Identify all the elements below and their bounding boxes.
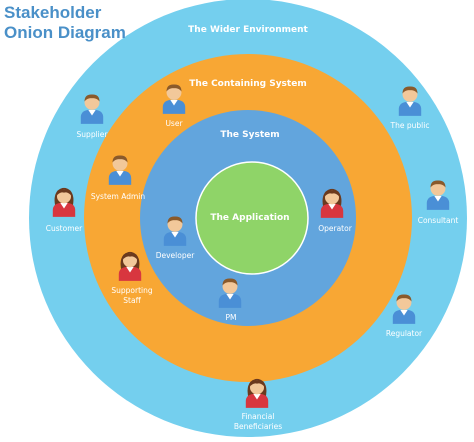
application-core [195,161,309,275]
stakeholder-regulator: Regulator [386,294,423,338]
stakeholder-system-admin: System Admin [91,155,146,201]
regulator-label: Regulator [386,329,423,338]
pm-label: PM [226,313,237,322]
stakeholder-financial-beneficiaries: Financial Beneficiaries [234,378,282,431]
stakeholder-consultant: Consultant [418,180,459,225]
title-line-2: Onion Diagram [4,23,126,42]
supporting-staff-label-2: Staff [123,296,141,305]
stakeholder-supporting-staff: Supporting Staff [111,251,153,305]
operator-label: Operator [318,224,352,233]
stakeholder-public: The public [390,86,430,130]
title-line-1: Stakeholder [4,3,102,22]
supporting-staff-label-1: Supporting [111,286,152,295]
system-admin-label: System Admin [91,192,146,201]
core-label: The Application [210,213,289,223]
developer-label: Developer [156,251,195,260]
consultant-label: Consultant [418,216,459,225]
user-label: User [165,119,183,128]
financial-label-1: Financial [242,412,275,421]
stakeholder-operator: Operator [318,188,353,233]
diagram-title: Stakeholder Onion Diagram [4,3,126,43]
financial-label-2: Beneficiaries [234,422,282,431]
stakeholder-supplier: Supplier [77,94,109,139]
stakeholder-developer: Developer [156,216,195,260]
stakeholder-user: User [162,84,186,128]
stakeholder-pm: PM [218,278,242,322]
containing-ring-label: The Containing System [189,79,306,89]
outer-ring-label: The Wider Environment [188,25,308,35]
customer-label: Customer [46,224,83,233]
public-label: The public [390,121,430,130]
stakeholder-customer: Customer [46,187,83,233]
system-ring-label: The System [220,130,279,140]
supplier-label: Supplier [77,130,109,139]
